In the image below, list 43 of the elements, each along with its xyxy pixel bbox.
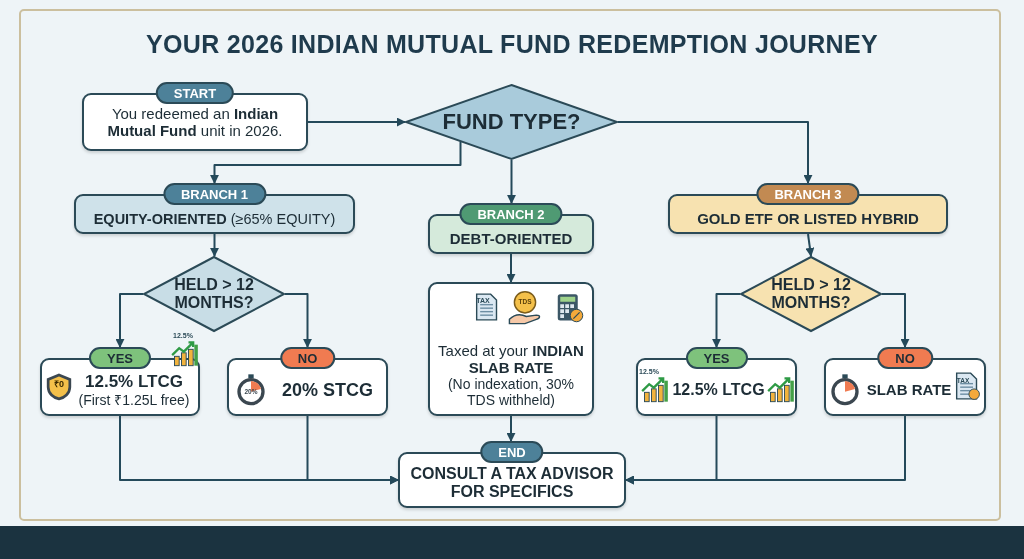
arrow — [115, 293, 144, 348]
box-text: CONSULT A TAX ADVISOR FOR SPECIFICS — [409, 464, 615, 502]
arrow — [712, 293, 741, 348]
step-tag: BRANCH 3 — [756, 183, 860, 205]
step-tag: YES — [89, 347, 151, 369]
decision-text: FUND TYPE? — [441, 109, 582, 135]
decision-diamond — [405, 84, 618, 160]
arrow — [506, 253, 516, 283]
step-tag: NO — [877, 347, 933, 369]
step-tag: BRANCH 1 — [162, 183, 267, 205]
decision-diamond — [143, 256, 285, 332]
step-tag: START — [155, 82, 235, 104]
step-tag: END — [480, 441, 544, 463]
decision-text: HELD > 12 MONTHS? — [173, 276, 255, 312]
step-tag: BRANCH 2 — [459, 203, 563, 225]
box-text: EQUITY-ORIENTED (≥65% EQUITY) — [93, 210, 336, 228]
box-text: You redeemed an Indian Mutual Fund unit in 2026. — [106, 104, 284, 140]
box-text: 12.5% LTCG — [672, 380, 765, 400]
box-text: 20% STCG — [282, 379, 373, 401]
arrow — [805, 233, 815, 257]
step-tag: YES — [685, 347, 748, 369]
arrow — [284, 293, 312, 348]
box-text: (First ₹1.25L free) — [78, 391, 190, 408]
arrow — [307, 117, 406, 127]
step-tag: NO — [279, 347, 336, 369]
box-text: SLAB RATE — [866, 381, 952, 399]
box-text: GOLD ETF OR LISTED HYBRID — [697, 210, 919, 228]
decision-text: HELD > 12 MONTHS? — [770, 276, 852, 312]
arrow — [210, 140, 462, 184]
box-text: DEBT-ORIENTED — [449, 230, 573, 248]
arrow — [625, 415, 906, 485]
arrow — [617, 121, 813, 184]
title: YOUR 2026 INDIAN MUTUAL FUND REDEMPTION JOURNEY — [145, 30, 879, 59]
box-text: 12.5% LTCG — [85, 372, 183, 392]
arrow — [507, 159, 516, 204]
box-text: (No indexation, 30% TDS withheld) — [446, 376, 576, 409]
arrow — [881, 293, 910, 348]
arrow — [306, 415, 399, 485]
decision-diamond — [740, 256, 882, 332]
arrow — [210, 233, 219, 257]
box-text: Taxed at your INDIAN SLAB RATE — [437, 341, 585, 377]
arrow — [506, 415, 516, 442]
icon-label: ₹0 — [53, 380, 65, 389]
